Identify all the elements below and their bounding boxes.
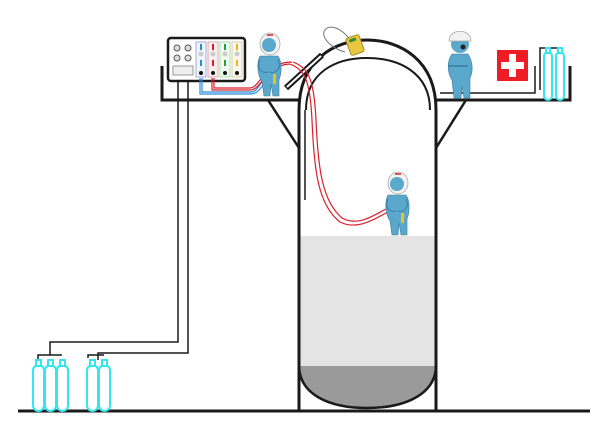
first-aid-station: [497, 50, 528, 81]
air-control-panel: [166, 36, 247, 83]
entrant-worker-in-vessel: [385, 171, 410, 236]
supply-lines: [37, 47, 561, 360]
vessel-dome-inner: [305, 56, 431, 111]
platform-cylinders: [543, 47, 565, 101]
vessel: [297, 38, 438, 411]
platform-deck: [160, 66, 301, 102]
platform-brace-left: [266, 99, 301, 149]
platform: [160, 66, 572, 149]
gas-monitor: [323, 26, 365, 56]
ground-cylinder-bank-right: [86, 359, 111, 412]
vessel-manway: [283, 52, 325, 91]
ground-cylinder-bank-left: [32, 359, 69, 412]
platform-brace-right: [434, 99, 468, 149]
attendant-worker-with-hardhat: [447, 30, 473, 99]
vessel-liquid: [299, 236, 436, 367]
platform-deck-right: [434, 66, 572, 102]
entrant-air-hose: [289, 61, 393, 226]
vessel-sludge: [299, 366, 436, 408]
panel-gauges: [172, 41, 243, 78]
vessel-bottom: [297, 364, 438, 410]
